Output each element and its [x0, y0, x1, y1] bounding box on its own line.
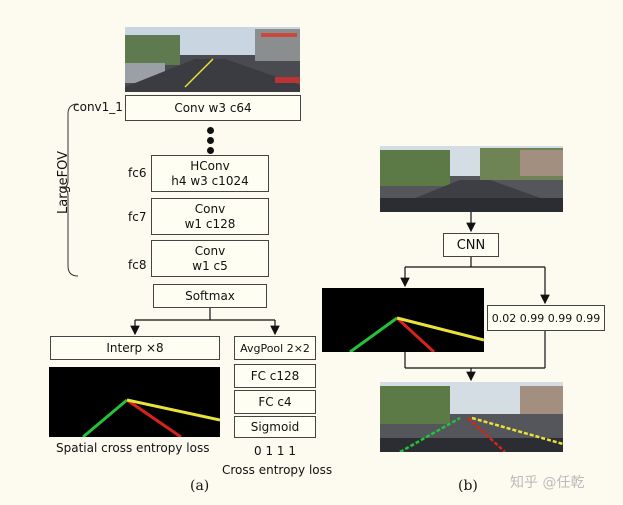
- avgpool-label: AvgPool 2×2: [240, 341, 310, 355]
- fc6-line1: HConv: [190, 158, 230, 173]
- fc6-line2: h4 w3 c1024: [171, 173, 249, 188]
- fc8-line1: Conv: [194, 243, 226, 258]
- cnn-label: CNN: [456, 237, 486, 253]
- watermark: 知乎 @任乾: [510, 475, 585, 491]
- fc7-line2: w1 c128: [184, 216, 236, 231]
- segmentation-output-image: [49, 367, 220, 437]
- fc6-label: fc6: [128, 166, 147, 180]
- existence-scores: 0.02 0.99 0.99 0.99: [491, 311, 601, 325]
- fc8-label: fc8: [128, 258, 147, 272]
- fc7-block: Conv w1 c128: [151, 198, 269, 235]
- existence-scores-block: 0.02 0.99 0.99 0.99: [487, 305, 605, 331]
- fc6-block: HConv h4 w3 c1024: [151, 155, 269, 192]
- spatial-loss-label: Spatial cross entropy loss: [56, 441, 210, 455]
- fc-c128-label: FC c128: [250, 368, 300, 383]
- fc-c4-label: FC c4: [258, 394, 292, 409]
- input-road-image-left: [125, 27, 300, 92]
- conv-w3-c64-block: Conv w3 c64: [125, 95, 301, 121]
- segmentation-output-image-right: [322, 288, 484, 352]
- conv-block-label: Conv w3 c64: [174, 100, 252, 115]
- fc7-line1: Conv: [194, 201, 226, 216]
- fc8-line2: w1 c5: [192, 258, 228, 273]
- fc7-label: fc7: [128, 210, 147, 224]
- lane-prediction-image: [380, 382, 563, 452]
- caption-b: (b): [458, 478, 478, 494]
- existence-output: 0 1 1 1: [254, 444, 296, 458]
- softmax-label: Softmax: [185, 288, 235, 303]
- interp-label: Interp ×8: [106, 340, 164, 355]
- avgpool-block: AvgPool 2×2: [234, 336, 316, 360]
- sigmoid-label: Sigmoid: [250, 419, 300, 434]
- input-road-image-right: [380, 146, 563, 212]
- softmax-block: Softmax: [153, 284, 267, 308]
- fc8-block: Conv w1 c5: [151, 240, 269, 277]
- cross-entropy-loss-label: Cross entropy loss: [222, 463, 333, 477]
- fc-c128-block: FC c128: [234, 364, 316, 388]
- sigmoid-block: Sigmoid: [234, 416, 316, 438]
- caption-a: (a): [190, 478, 210, 494]
- interp-block: Interp ×8: [50, 336, 220, 360]
- ellipsis-dots: [207, 127, 215, 154]
- cnn-block: CNN: [443, 233, 499, 257]
- conv1-label: conv1_1: [73, 100, 123, 114]
- fc-c4-block: FC c4: [234, 390, 316, 414]
